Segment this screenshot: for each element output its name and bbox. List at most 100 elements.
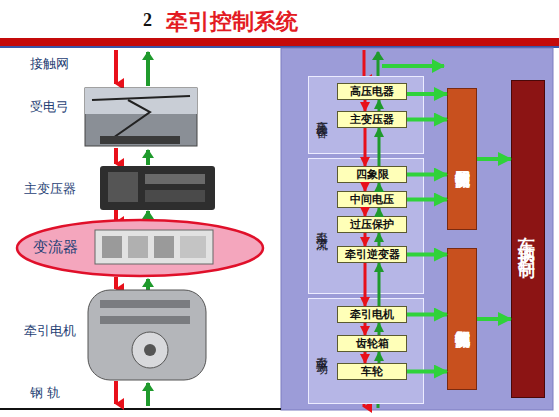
pantograph-head <box>92 96 190 100</box>
converter-module <box>102 236 122 258</box>
flow-connector <box>407 174 447 175</box>
signal-line <box>407 253 447 257</box>
group-box: 牵引驱动 牵引电机齿轮箱车轮 <box>308 298 424 404</box>
component-box: 牵引电机 <box>337 306 407 323</box>
photo-frame <box>85 88 197 146</box>
signal-line <box>407 313 447 317</box>
part-name: 受电弓 <box>30 98 69 116</box>
flow-connector <box>365 323 379 335</box>
group-box: 牵引交流 四象限中间电压过压保护牵引逆变器 <box>308 158 424 294</box>
motor-fin <box>100 300 190 308</box>
vehicle-control-box: 车辆控制 <box>511 80 545 398</box>
motor-end <box>132 332 168 368</box>
component-box: 车轮 <box>337 363 407 380</box>
node-label: 牵引电机 <box>338 307 406 322</box>
flow-connector <box>407 94 447 95</box>
feedback-line <box>378 323 381 335</box>
flow-connector <box>365 128 379 166</box>
signal-line <box>407 173 447 177</box>
feedback-arrow <box>146 150 150 165</box>
feedback-line <box>378 100 381 111</box>
flow-connector <box>365 233 379 246</box>
component-box: 齿轮箱 <box>337 335 407 352</box>
component-box: 中间电压 <box>337 191 407 208</box>
part-name: 接触网 <box>30 55 69 73</box>
power-arrow <box>114 381 118 404</box>
signal-line <box>407 92 447 96</box>
part-name: 牵引电机 <box>24 322 76 340</box>
converter-module <box>128 236 148 258</box>
power-arrow <box>114 148 118 164</box>
flow-connector <box>407 314 447 315</box>
controller-box: 网侧变流控制器 <box>447 88 477 230</box>
motor-picture <box>88 290 206 380</box>
flow-connector <box>407 371 447 372</box>
pantograph-base <box>100 136 180 144</box>
flow-connector <box>477 159 511 160</box>
power-flow-line <box>364 352 367 363</box>
signal-line <box>407 118 447 122</box>
control-panel <box>281 48 553 410</box>
rail-line <box>0 408 281 410</box>
feedback-arrow <box>146 383 150 406</box>
group-title: 牵引交流 <box>313 222 330 230</box>
flow-connector <box>365 208 379 216</box>
motor-shaft <box>144 344 156 356</box>
signal-arrow <box>382 64 444 68</box>
power-flow-line <box>364 128 367 166</box>
photo-sky <box>85 88 197 114</box>
pantograph-photo <box>85 88 197 146</box>
signal-line <box>477 317 511 321</box>
diagram-title: 牵引控制系统 <box>166 7 298 37</box>
motor-fin <box>100 316 190 324</box>
power-flow-line <box>364 233 367 246</box>
node-label: 高压电器 <box>338 84 406 99</box>
transformer-part <box>145 190 205 202</box>
signal-line <box>407 370 447 374</box>
feedback-line <box>378 233 381 246</box>
converter-module <box>180 236 206 258</box>
component-box: 牵引逆变器 <box>337 246 407 263</box>
component-box: 四象限 <box>337 166 407 183</box>
component-box: 过压保护 <box>337 216 407 233</box>
flow-connector <box>407 254 447 255</box>
node-label: 过压保护 <box>338 217 406 232</box>
feedback-line <box>378 128 381 166</box>
highlight-ellipse: 变流器 <box>15 218 265 278</box>
group-title: 牵引驱动 <box>313 347 330 355</box>
flow-connector <box>365 352 379 363</box>
node-label: 牵引逆变器 <box>338 247 406 262</box>
transformer-picture <box>100 166 215 210</box>
node-label: 变流器 <box>33 238 78 257</box>
power-flow-line <box>364 323 367 335</box>
node-label: 车轮 <box>338 364 406 379</box>
flow-connector <box>407 199 447 200</box>
feedback-line <box>378 352 381 363</box>
power-flow-line <box>364 100 367 111</box>
signal-line <box>477 157 511 161</box>
motor-body <box>88 290 206 380</box>
power-flow-line <box>364 263 367 306</box>
part-name: 钢 轨 <box>30 384 60 402</box>
flow-connector <box>365 263 379 306</box>
group-title: 高压设备 <box>313 111 330 119</box>
power-arrow <box>114 277 118 289</box>
component-box: 高压电器 <box>337 83 407 100</box>
feedback-arrow <box>146 279 150 290</box>
transformer-part <box>108 172 138 202</box>
ellipse-shape <box>17 220 263 276</box>
power-arrow <box>114 50 118 84</box>
flow-connector <box>365 183 379 191</box>
flow-connector <box>477 319 511 320</box>
component-box: 主变压器 <box>337 111 407 128</box>
power-flow-line <box>364 208 367 216</box>
node-label: 中间电压 <box>338 192 406 207</box>
feedback-line <box>378 183 381 191</box>
node-label: 主变压器 <box>338 112 406 127</box>
controller-box: 电机侧变流控制器 <box>447 248 477 390</box>
flow-connector <box>365 100 379 111</box>
transformer-body <box>100 166 215 210</box>
feedback-line <box>378 208 381 216</box>
converter-module <box>154 236 174 258</box>
